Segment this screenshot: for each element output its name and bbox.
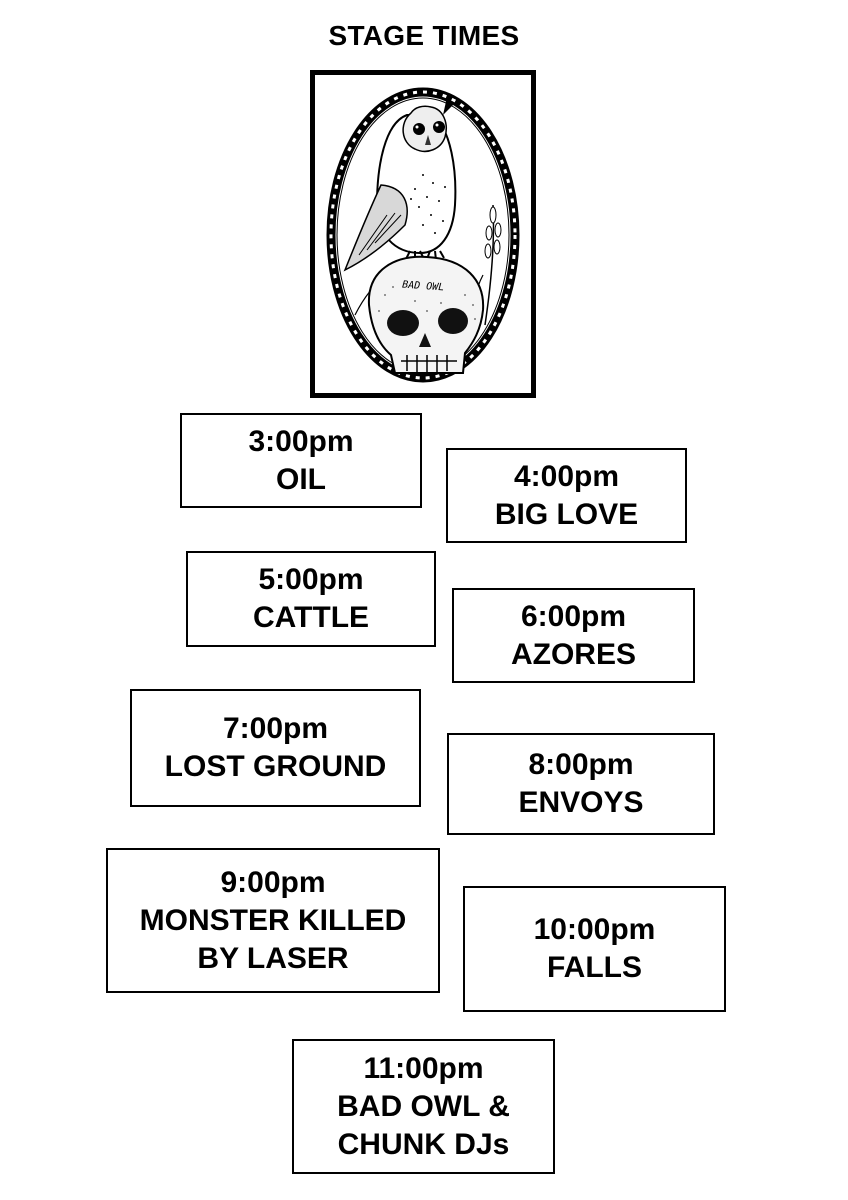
slot-time: 10:00pm — [533, 913, 656, 946]
slot-time: 3:00pm — [248, 424, 354, 458]
schedule-slot: 7:00pm LOST GROUND — [130, 689, 421, 807]
slot-band: OIL — [276, 462, 326, 496]
schedule-slot: 3:00pm OIL — [180, 413, 422, 508]
page-title: STAGE TIMES — [328, 20, 520, 51]
artwork-logo-text: BAD OWL — [402, 280, 445, 294]
schedule-slot: 5:00pm CATTLE — [186, 551, 436, 647]
slot-time: 11:00pm — [363, 1051, 484, 1085]
slot-band: ENVOYS — [518, 786, 644, 819]
slot-time: 4:00pm — [513, 459, 620, 493]
slot-band: BAD OWL & — [337, 1089, 510, 1123]
slot-time: 6:00pm — [520, 599, 627, 633]
slot-time: 5:00pm — [258, 563, 364, 596]
artwork-frame: BAD OWL — [310, 70, 536, 398]
slot-band-line-2: BY LASER — [197, 941, 349, 975]
slot-band: MONSTER KILLED — [139, 903, 407, 937]
schedule-slot: 10:00pm FALLS — [463, 886, 726, 1012]
slot-band: BIG LOVE — [494, 497, 639, 531]
slot-band: FALLS — [547, 951, 642, 984]
owl-skull-illustration: BAD OWL — [326, 87, 520, 383]
slot-band-line-2: CHUNK DJs — [337, 1127, 510, 1161]
slot-time: 8:00pm — [528, 748, 634, 781]
schedule-slot: 4:00pm BIG LOVE — [446, 448, 687, 543]
slot-time: 7:00pm — [222, 712, 329, 745]
slot-band: CATTLE — [252, 601, 370, 634]
slot-band: AZORES — [510, 637, 636, 671]
schedule-slot: 8:00pm ENVOYS — [447, 733, 715, 835]
schedule-slot: 11:00pm BAD OWL & CHUNK DJs — [292, 1039, 555, 1174]
schedule-slot: 6:00pm AZORES — [452, 588, 695, 683]
slot-time: 9:00pm — [220, 865, 326, 899]
schedule-slot: 9:00pm MONSTER KILLED BY LASER — [106, 848, 440, 993]
slot-band: LOST GROUND — [164, 750, 387, 783]
